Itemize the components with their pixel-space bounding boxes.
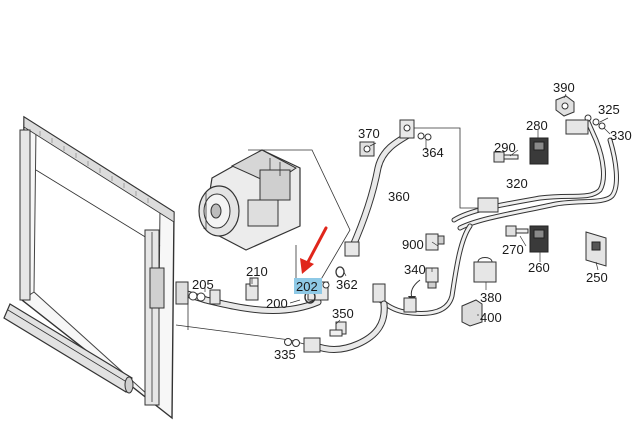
part-400-block — [461, 299, 483, 327]
part-364-rings — [417, 132, 432, 141]
label-340: 340 — [404, 262, 426, 277]
part-330-bracket — [565, 119, 589, 135]
part-350-clip — [329, 321, 347, 337]
part-210-bracket — [245, 277, 259, 301]
part-370-nut — [359, 141, 375, 157]
label-335: 335 — [274, 347, 296, 362]
label-205: 205 — [192, 277, 214, 292]
part-260-valve — [529, 225, 549, 253]
label-360: 360 — [388, 189, 410, 204]
part-280-valve — [529, 137, 549, 165]
ac-compressor — [198, 149, 301, 251]
pipe-lower — [303, 223, 473, 353]
hose-360 — [344, 119, 415, 257]
leader-lines — [204, 93, 611, 325]
part-340-switch — [403, 267, 439, 313]
part-362-oring — [335, 266, 345, 278]
label-202: 202 — [296, 279, 318, 294]
label-200: 200 — [266, 296, 288, 311]
part-335-rings — [284, 338, 300, 347]
red-pointer-arrow — [300, 226, 328, 274]
label-330: 330 — [610, 128, 632, 143]
label-362: 362 — [336, 277, 358, 292]
label-260: 260 — [528, 260, 550, 275]
label-290: 290 — [494, 140, 516, 155]
label-325: 325 — [598, 102, 620, 117]
part-390-nut — [555, 95, 575, 117]
part-250-plate — [585, 231, 607, 267]
label-280: 280 — [526, 118, 548, 133]
part-270-bolt — [505, 225, 529, 237]
part-290-bolt — [493, 151, 519, 163]
part-380-bracket — [473, 257, 497, 283]
label-210: 210 — [246, 264, 268, 279]
label-364: 364 — [422, 145, 444, 160]
pipe-320 — [451, 119, 619, 231]
part-900-sensor — [425, 233, 445, 251]
part-205-fittings — [175, 281, 221, 305]
label-270: 270 — [502, 242, 524, 257]
label-370: 370 — [358, 126, 380, 141]
label-390: 390 — [553, 80, 575, 95]
label-900: 900 — [402, 237, 424, 252]
receiver-drier-cylinder — [3, 303, 134, 394]
label-320: 320 — [506, 176, 528, 191]
label-400: 400 — [480, 310, 502, 325]
part-202-highlight — [294, 278, 322, 294]
label-350: 350 — [332, 306, 354, 321]
label-250: 250 — [586, 270, 608, 285]
condenser-radiator — [3, 115, 175, 420]
label-380: 380 — [480, 290, 502, 305]
